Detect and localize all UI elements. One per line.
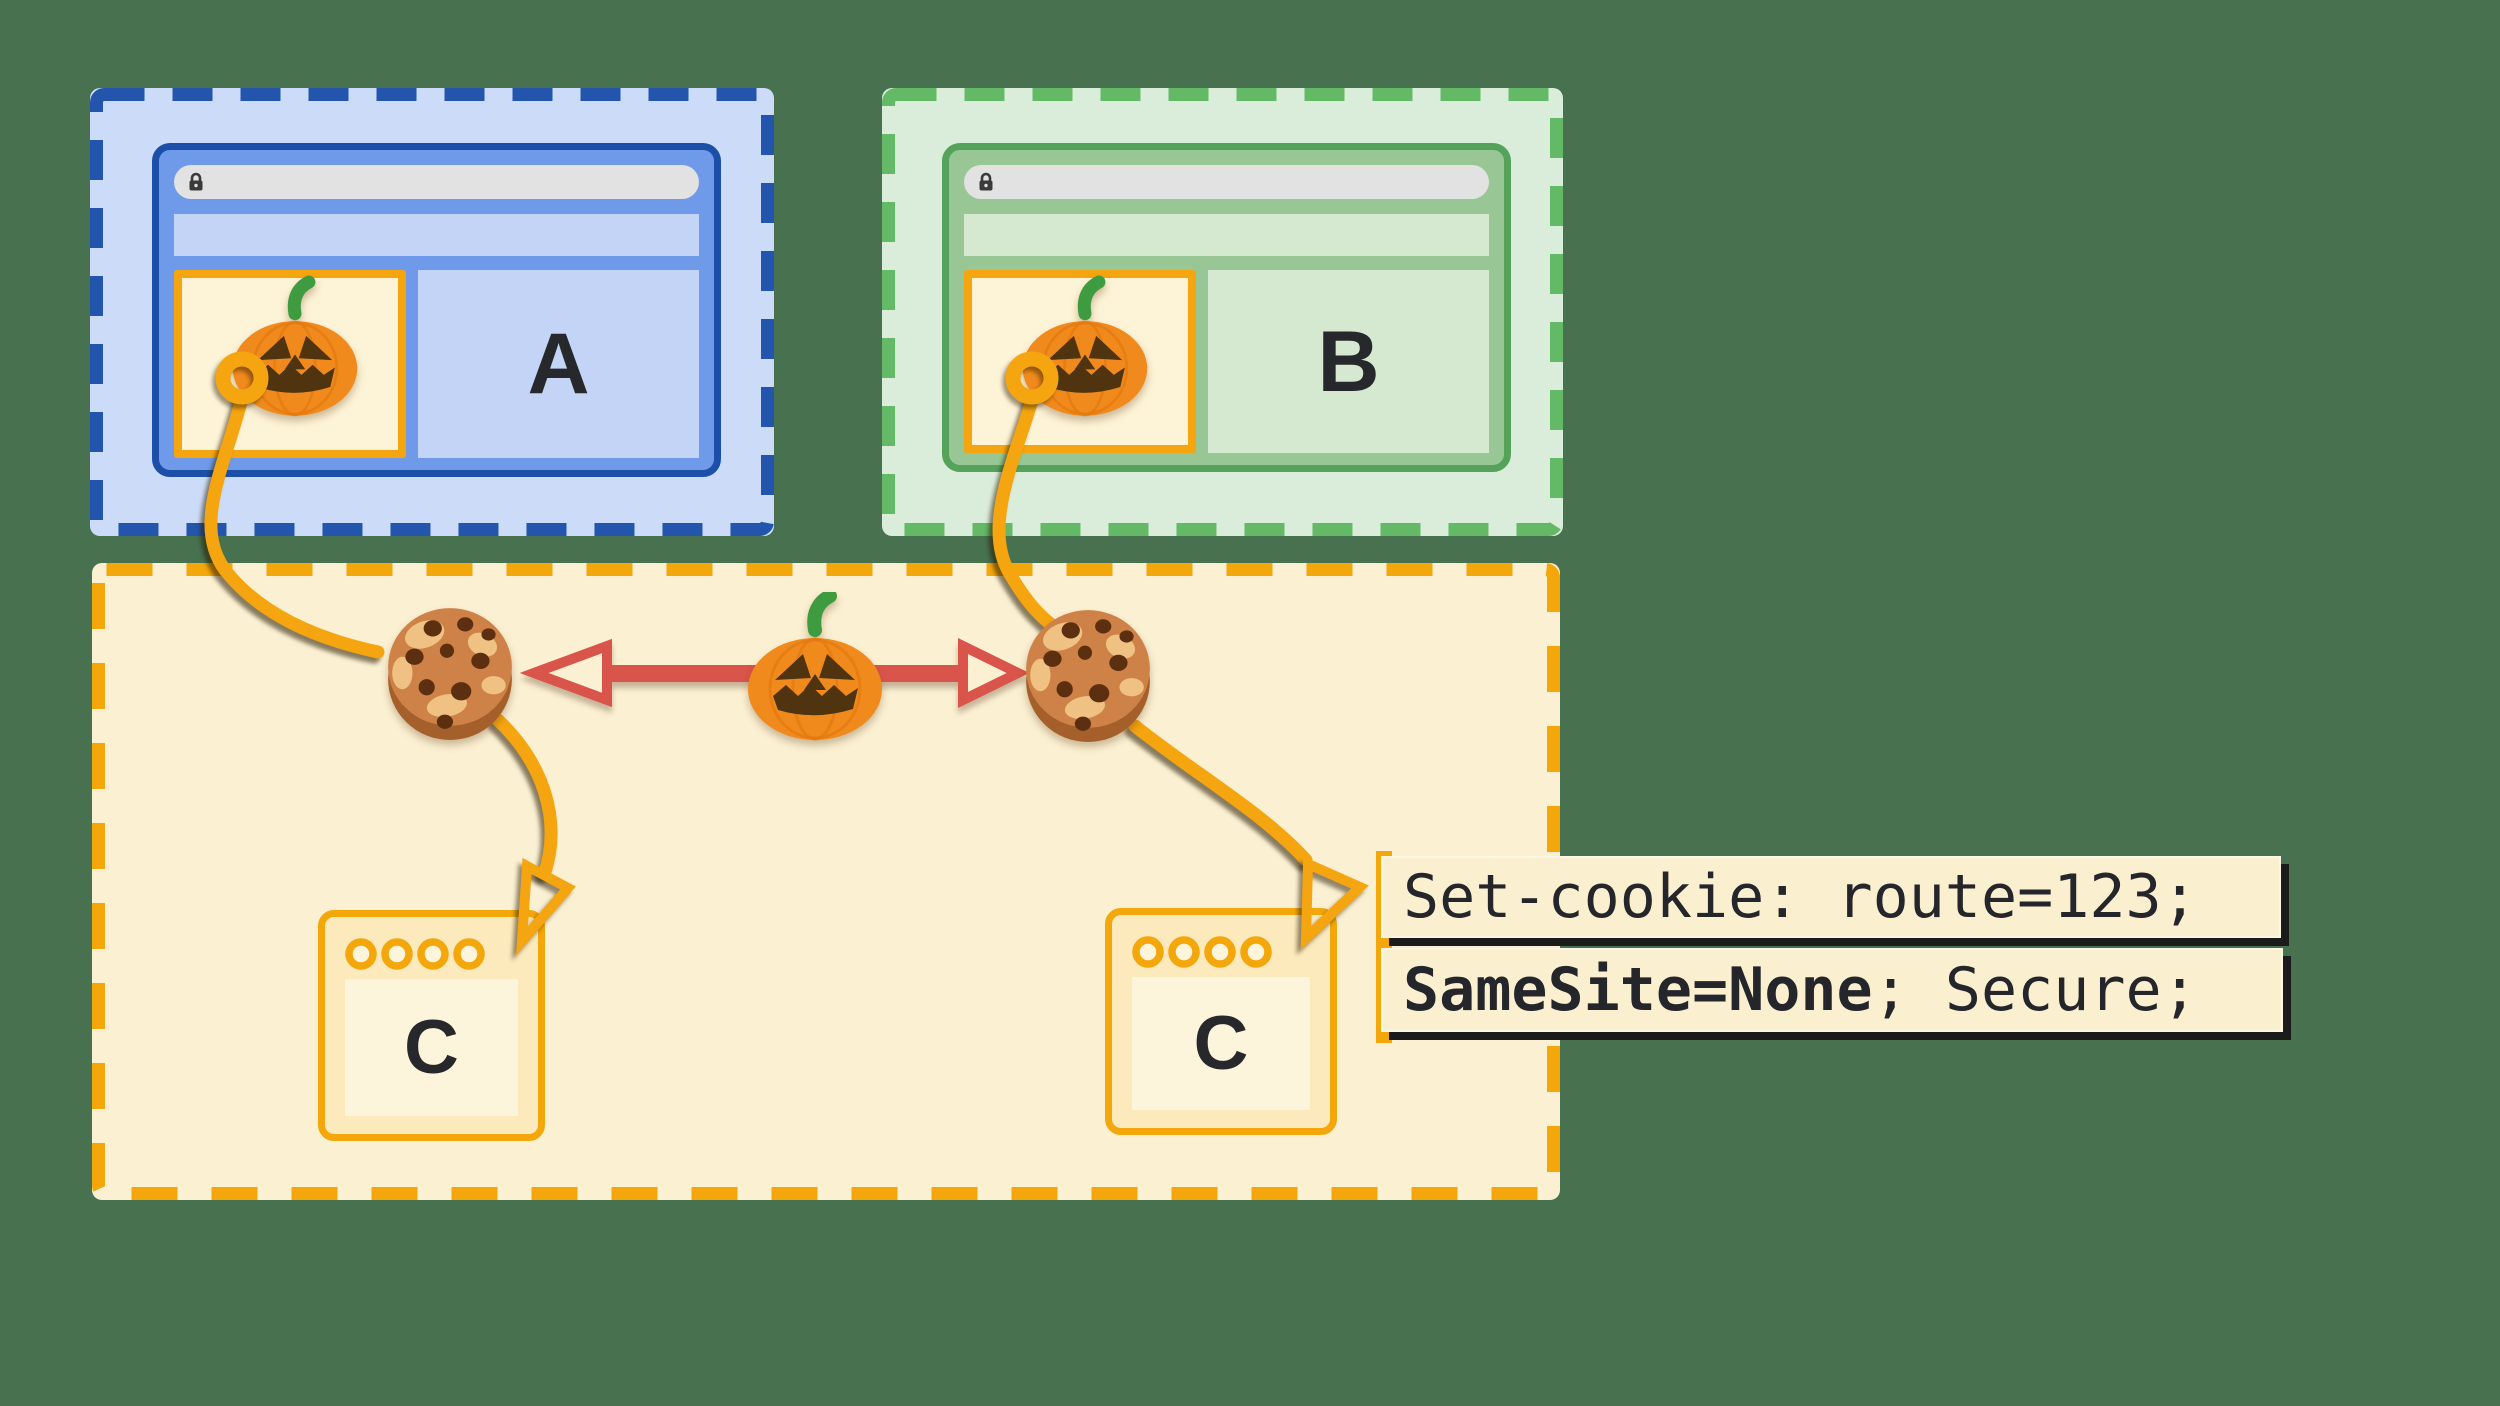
third-party-iframe-a	[174, 270, 406, 458]
lock-icon	[979, 172, 993, 191]
site-c-panel: C	[345, 979, 518, 1116]
browser-window-a: A	[152, 143, 721, 477]
site-a-panel: A	[418, 270, 699, 458]
site-c-context: C C	[92, 563, 1560, 1200]
site-c-label-right: C	[1193, 1000, 1249, 1086]
set-cookie-header-line2: SameSite=None; Secure;	[1381, 948, 2283, 1032]
site-a-context: A	[90, 88, 774, 536]
third-party-iframe-b	[964, 270, 1196, 453]
site-a-label: A	[527, 316, 590, 412]
set-cookie-text: Set-cookie: route=123;	[1403, 862, 2198, 932]
page-content-b: B	[964, 270, 1489, 453]
site-c-panel: C	[1132, 977, 1310, 1110]
lock-icon	[189, 172, 203, 191]
toolbar-band	[964, 214, 1489, 256]
window-dots-icon	[1132, 936, 1272, 968]
samesite-none-text: SameSite=None	[1403, 955, 1873, 1025]
browser-window-b: B	[942, 143, 1511, 472]
secure-text: ; Secure;	[1872, 955, 2198, 1025]
site-b-panel: B	[1208, 270, 1489, 453]
toolbar-band	[174, 214, 699, 256]
site-b-context: B	[882, 88, 1563, 536]
site-c-label-left: C	[404, 1004, 459, 1090]
site-b-label: B	[1317, 313, 1380, 410]
address-bar	[174, 165, 699, 199]
address-bar	[964, 165, 1489, 199]
site-c-server-window-right: C	[1105, 908, 1337, 1135]
site-c-server-window-left: C	[318, 910, 545, 1141]
page-content-a: A	[174, 270, 699, 458]
set-cookie-header-line1: Set-cookie: route=123;	[1381, 856, 2281, 938]
site-c-dashed-border	[92, 563, 1560, 1200]
window-dots-icon	[345, 938, 485, 970]
